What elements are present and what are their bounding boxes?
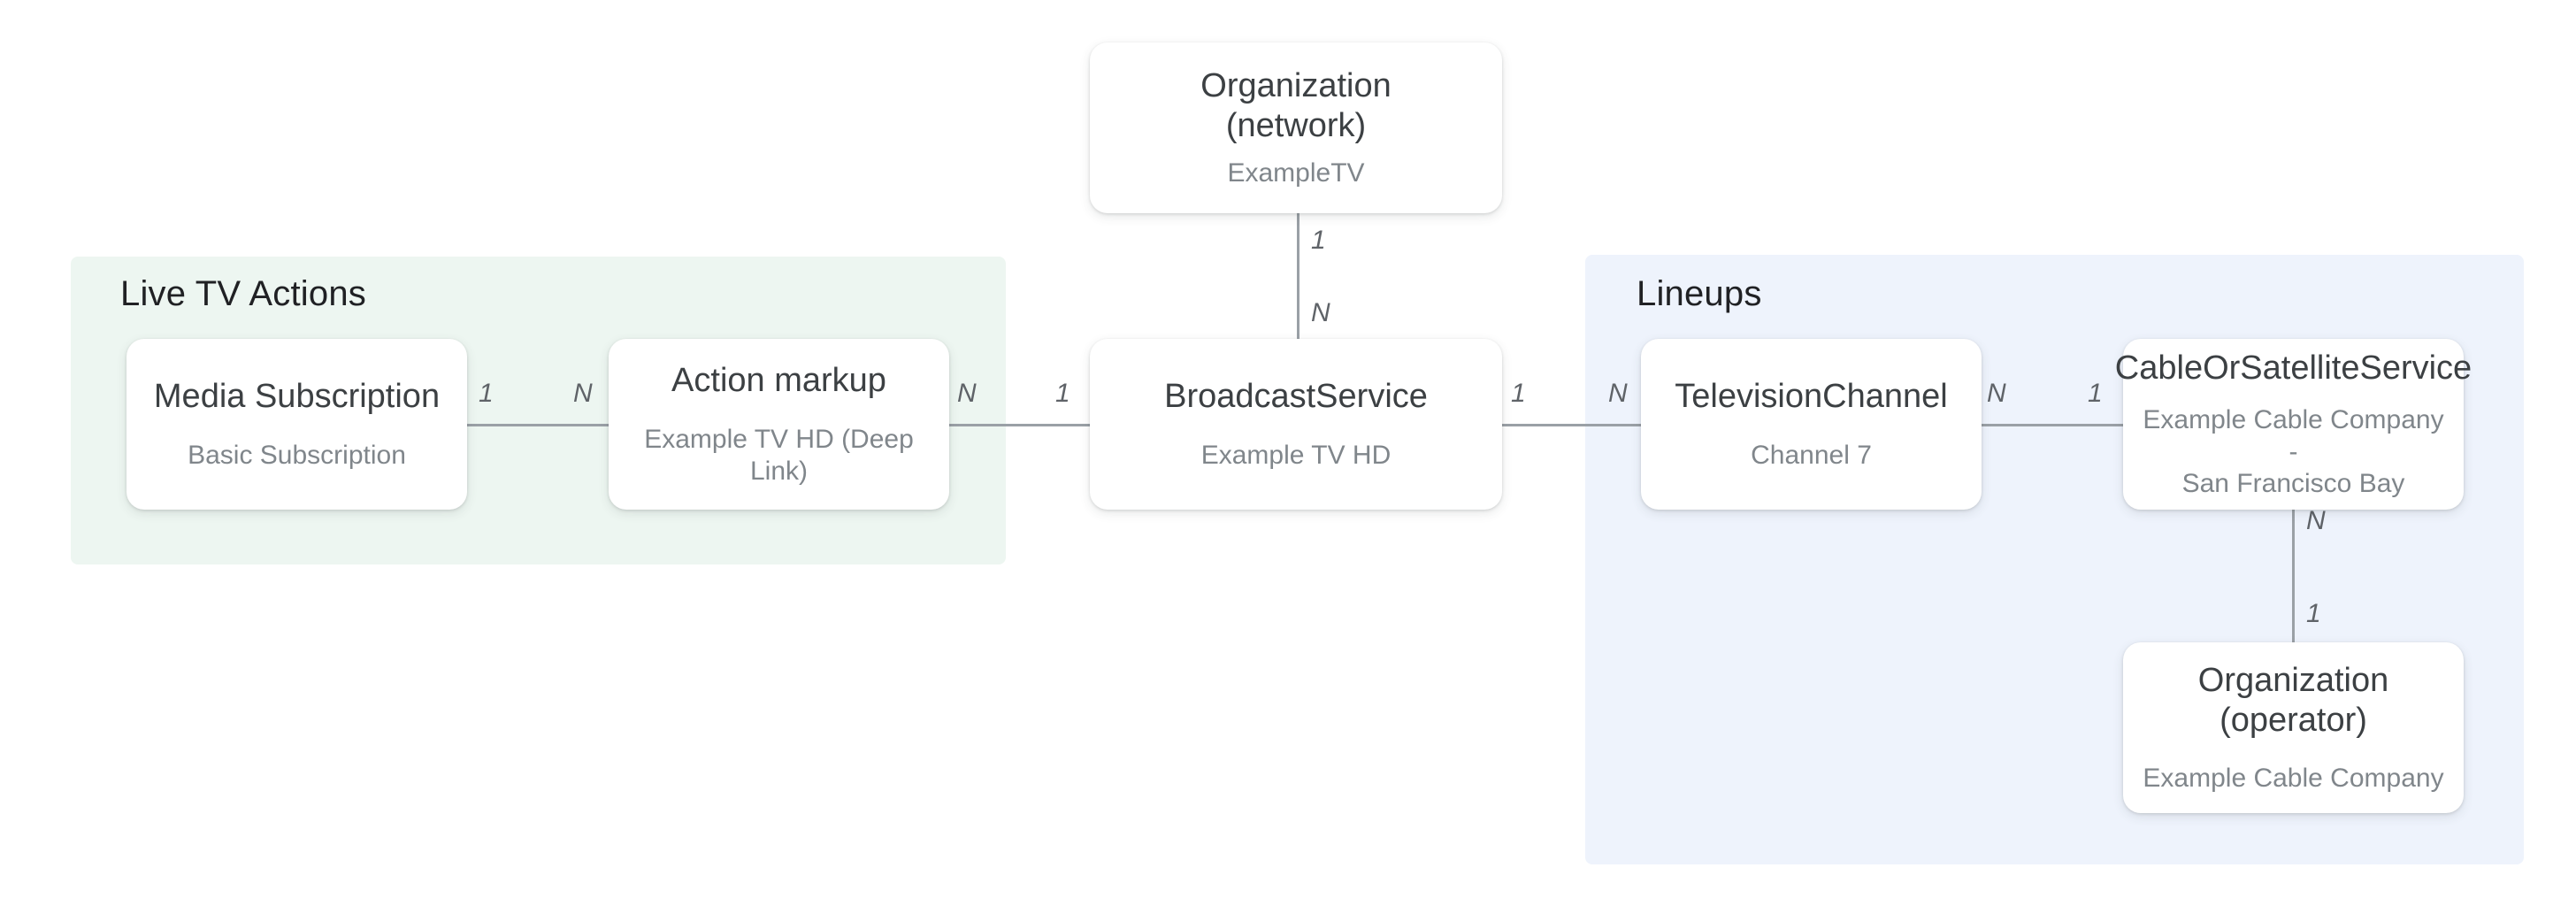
edge-label-action-markup-to: 1 — [1055, 379, 1070, 408]
group-lineups-title: Lineups — [1637, 274, 1762, 313]
edge-broadcast-service-television-channel — [1495, 424, 1654, 426]
edge-label-broadcast-service-from: 1 — [1511, 379, 1526, 408]
edge-label-media-subscription-to: N — [573, 379, 593, 408]
node-broadcast-service-title: BroadcastService — [1164, 378, 1428, 416]
edge-action-markup-broadcast-service — [945, 424, 1095, 426]
edge-label-television-channel-to: 1 — [2088, 379, 2103, 408]
node-organization-operator[interactable]: Organization (operator) Example Cable Co… — [2123, 642, 2464, 813]
group-live-tv-actions-title: Live TV Actions — [120, 274, 366, 313]
edge-label-cable-or-satellite-from: N — [2306, 506, 2326, 535]
node-cable-or-satellite-service-title: CableOrSatelliteService — [2114, 349, 2472, 388]
node-media-subscription-title: Media Subscription — [153, 378, 441, 416]
edge-label-broadcast-service-to: N — [1608, 379, 1628, 408]
edge-label-organization-network-from: 1 — [1311, 226, 1326, 255]
edge-label-television-channel-from: N — [1987, 379, 2006, 408]
node-cable-or-satellite-service-subtitle: Example Cable Company - San Francisco Ba… — [2143, 404, 2444, 498]
node-television-channel-title: TelevisionChannel — [1675, 378, 1948, 416]
node-organization-operator-title: Organization (operator) — [2197, 662, 2389, 739]
node-cable-or-satellite-service[interactable]: CableOrSatelliteService Example Cable Co… — [2115, 339, 2472, 510]
edge-label-action-markup-from: N — [957, 379, 977, 408]
node-organization-network[interactable]: Organization (network) ExampleTV — [1090, 42, 1502, 213]
node-media-subscription[interactable]: Media Subscription Basic Subscription — [126, 339, 467, 510]
edge-label-media-subscription-from: 1 — [479, 379, 494, 408]
node-broadcast-service[interactable]: BroadcastService Example TV HD — [1090, 339, 1502, 510]
edge-label-organization-network-to: N — [1311, 298, 1330, 327]
node-broadcast-service-subtitle: Example TV HD — [1200, 440, 1392, 470]
node-action-markup[interactable]: Action markup Example TV HD (Deep Link) — [609, 339, 949, 510]
edge-label-cable-or-satellite-to: 1 — [2306, 599, 2321, 628]
node-organization-operator-subtitle: Example Cable Company — [2143, 763, 2444, 793]
edge-organization-network-broadcast-service — [1297, 212, 1300, 341]
node-action-markup-subtitle: Example TV HD (Deep Link) — [644, 424, 914, 486]
node-action-markup-title: Action markup — [671, 362, 886, 400]
node-organization-network-subtitle: ExampleTV — [1227, 157, 1365, 188]
edge-television-channel-cable-or-satellite-service — [1974, 424, 2134, 426]
node-television-channel[interactable]: TelevisionChannel Channel 7 — [1641, 339, 1982, 510]
node-organization-network-title: Organization (network) — [1200, 67, 1392, 144]
node-media-subscription-subtitle: Basic Subscription — [188, 440, 406, 470]
edge-media-subscription-action-markup — [462, 424, 621, 426]
node-television-channel-subtitle: Channel 7 — [1751, 440, 1872, 470]
edge-cable-or-satellite-service-organization-operator — [2292, 506, 2295, 644]
